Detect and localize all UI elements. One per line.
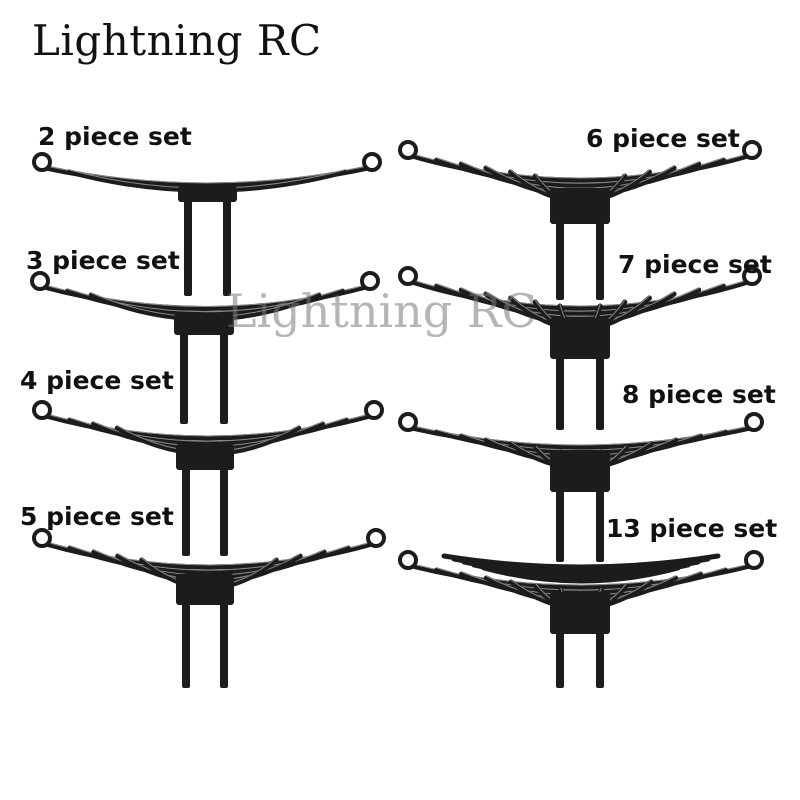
u-bolt-1 bbox=[182, 458, 190, 556]
center-clamp bbox=[550, 318, 610, 359]
leaf-upper bbox=[481, 565, 681, 584]
spring-eye-right bbox=[366, 528, 386, 548]
u-bolt-2 bbox=[596, 206, 604, 300]
center-clamp bbox=[550, 592, 610, 634]
spring-eye-right bbox=[364, 400, 384, 420]
set-label-3: 3 piece set bbox=[26, 246, 180, 275]
u-bolt-1 bbox=[182, 590, 190, 688]
center-clamp bbox=[178, 186, 237, 202]
set-label-6: 6 piece set bbox=[586, 124, 740, 153]
spring-eye-left bbox=[32, 152, 52, 172]
u-bolt-2 bbox=[596, 618, 604, 688]
u-bolt-1 bbox=[180, 328, 188, 424]
spring-eye-right bbox=[360, 271, 380, 291]
spring-eye-left bbox=[32, 528, 52, 548]
u-bolt-2 bbox=[223, 200, 231, 296]
center-clamp bbox=[550, 188, 610, 224]
leaf-spring-6 bbox=[398, 140, 762, 300]
spring-eye-left bbox=[398, 266, 418, 286]
u-bolt-1 bbox=[556, 336, 564, 430]
spring-eye-right bbox=[744, 412, 764, 432]
spring-eye-right bbox=[362, 152, 382, 172]
leaf-spring-13 bbox=[398, 550, 764, 688]
center-clamp bbox=[174, 314, 234, 335]
spring-eye-right bbox=[742, 140, 762, 160]
leaf-highlight bbox=[461, 287, 699, 317]
spring-eye-left bbox=[398, 140, 418, 160]
set-label-2: 2 piece set bbox=[38, 122, 192, 151]
u-bolt-1 bbox=[556, 618, 564, 688]
leaf-spring-2 bbox=[32, 152, 382, 296]
center-clamp bbox=[176, 574, 234, 605]
u-bolt-2 bbox=[220, 328, 228, 424]
leaf-spring-5 bbox=[32, 528, 386, 688]
spring-eye-right bbox=[742, 266, 762, 286]
leaf-spring-4 bbox=[32, 400, 384, 556]
watermark: Lightning RC bbox=[226, 284, 537, 338]
brand-title: Lightning RC bbox=[32, 16, 322, 65]
leaf-spring-3 bbox=[30, 271, 380, 424]
spring-eye-left bbox=[32, 400, 52, 420]
spring-eye-left bbox=[30, 271, 50, 291]
leaf-highlight bbox=[45, 165, 369, 184]
leaf-spring-7 bbox=[398, 266, 762, 430]
center-clamp bbox=[176, 444, 234, 470]
u-bolt-1 bbox=[184, 200, 192, 296]
leaf-spring-8 bbox=[398, 412, 764, 562]
spring-eye-left bbox=[398, 412, 418, 432]
u-bolt-2 bbox=[596, 336, 604, 430]
u-bolt-1 bbox=[556, 206, 564, 300]
u-bolt-2 bbox=[220, 590, 228, 688]
spring-eye-left bbox=[398, 550, 418, 570]
center-clamp bbox=[550, 450, 610, 492]
set-label-8: 8 piece set bbox=[622, 380, 776, 409]
set-label-5: 5 piece set bbox=[20, 502, 174, 531]
spring-eye-right bbox=[744, 550, 764, 570]
u-bolt-2 bbox=[220, 458, 228, 556]
set-label-13: 13 piece set bbox=[606, 514, 778, 543]
set-label-4: 4 piece set bbox=[20, 366, 174, 395]
set-label-7: 7 piece set bbox=[618, 250, 772, 279]
